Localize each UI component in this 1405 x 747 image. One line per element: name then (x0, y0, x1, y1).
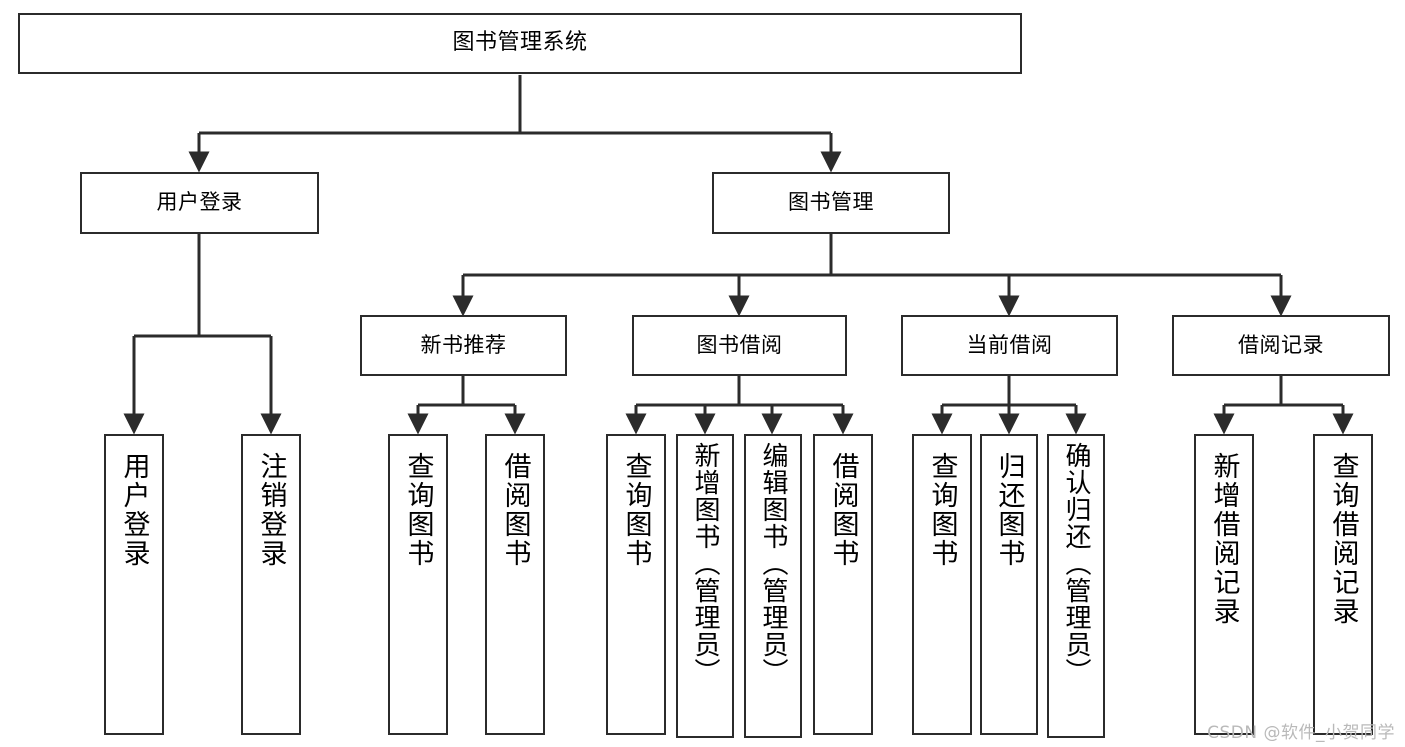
node-label: 当前借阅 (966, 332, 1053, 357)
node-label: 查询图书 (402, 452, 434, 568)
leaf-query-book-borrow[interactable]: 查询图书 (606, 434, 666, 735)
leaf-borrow-book[interactable]: 借阅图书 (813, 434, 873, 735)
leaf-query-borrow-record[interactable]: 查询借阅记录 (1313, 434, 1373, 735)
node-label: 查询图书 (926, 452, 958, 568)
node-label: 用户登录 (118, 452, 150, 568)
node-label: 新增借阅记录 (1208, 452, 1240, 626)
leaf-query-book-current[interactable]: 查询图书 (912, 434, 972, 735)
node-label: 图书借阅 (696, 332, 783, 357)
leaf-user-login[interactable]: 用户登录 (104, 434, 164, 735)
node-book-management[interactable]: 图书管理 (712, 172, 950, 234)
node-label: 用户登录 (156, 190, 243, 215)
leaf-add-book-admin[interactable]: 新增图书（管理员） (676, 434, 734, 738)
node-label: 查询借阅记录 (1327, 452, 1359, 626)
node-label: 图书管理 (788, 190, 874, 215)
leaf-confirm-return-admin[interactable]: 确认归还（管理员） (1047, 434, 1105, 738)
node-root-book-management-system[interactable]: 图书管理系统 (18, 13, 1022, 74)
node-label: 注销登录 (255, 452, 287, 568)
leaf-return-book[interactable]: 归还图书 (980, 434, 1038, 735)
node-label: 借阅图书 (499, 452, 531, 568)
node-label: 查询图书 (620, 452, 652, 568)
node-label: 借阅图书 (827, 452, 859, 568)
leaf-query-book-newbook[interactable]: 查询图书 (388, 434, 448, 735)
node-label: 新书推荐 (420, 332, 507, 357)
node-user-login[interactable]: 用户登录 (80, 172, 319, 234)
csdn-watermark: CSDN @软件_小贺同学 (1207, 723, 1395, 743)
leaf-add-borrow-record[interactable]: 新增借阅记录 (1194, 434, 1254, 735)
node-label: 图书管理系统 (452, 30, 588, 56)
node-label: 编辑图书（管理员） (758, 442, 788, 685)
node-current-borrowing[interactable]: 当前借阅 (901, 315, 1118, 376)
leaf-borrow-book-newbook[interactable]: 借阅图书 (485, 434, 545, 735)
node-book-borrowing[interactable]: 图书借阅 (632, 315, 847, 376)
node-label: 借阅记录 (1238, 332, 1324, 357)
node-label: 归还图书 (993, 452, 1025, 568)
node-label: 确认归还（管理员） (1061, 442, 1091, 685)
leaf-edit-book-admin[interactable]: 编辑图书（管理员） (744, 434, 802, 738)
node-borrowing-record[interactable]: 借阅记录 (1172, 315, 1390, 376)
node-new-book-recommendation[interactable]: 新书推荐 (360, 315, 567, 376)
node-label: 新增图书（管理员） (690, 442, 720, 685)
leaf-logout-login[interactable]: 注销登录 (241, 434, 301, 735)
